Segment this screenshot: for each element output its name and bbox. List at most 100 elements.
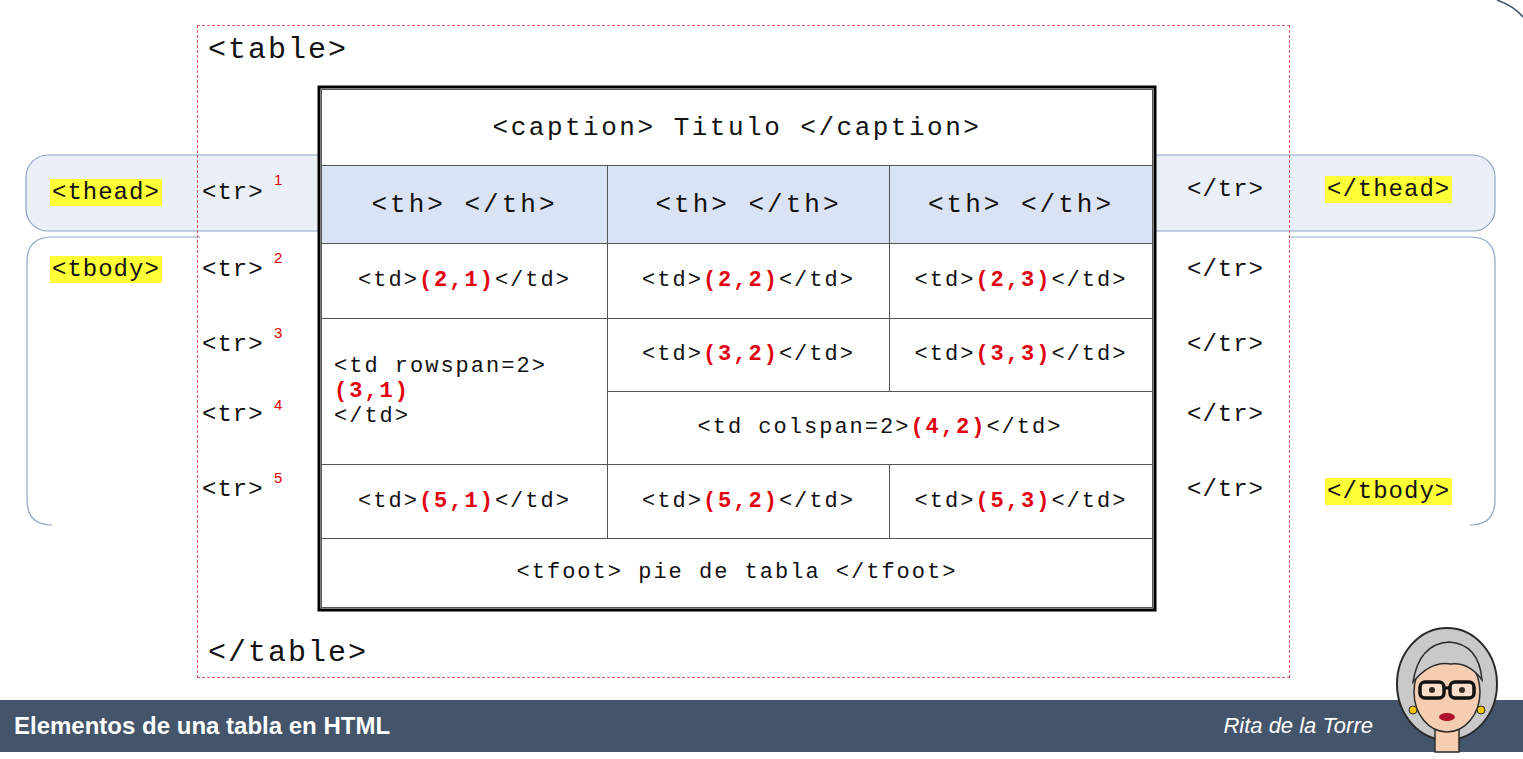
header-cell: <th> </th> (889, 165, 1153, 244)
tag-text: </td> (986, 410, 1062, 446)
cell-coordinates: (2,2) (703, 263, 779, 299)
cell-coordinates: (5,2) (703, 484, 779, 520)
cell-coordinates: (2,1) (419, 263, 495, 299)
avatar-glasses (1450, 682, 1474, 698)
tag-text: <td> (358, 263, 419, 299)
tag-text: <th> </th> (928, 187, 1114, 223)
data-cell: <td rowspan=2>(3,1)</td> (321, 318, 608, 465)
tag-text: </td> (495, 484, 571, 520)
section-tag-slot: </thead> (1325, 176, 1452, 204)
row-tag: </tr> (1187, 256, 1264, 283)
tag-text: </td> (779, 484, 855, 520)
data-cell: <td>(2,3)</td> (889, 243, 1153, 319)
data-cell: <td>(2,2)</td> (607, 243, 890, 319)
tbody-bracket (1290, 237, 1495, 525)
table-element-box: <table></table><caption> Titulo </captio… (197, 25, 1290, 678)
row-tag: </tr> (1187, 476, 1264, 503)
avatar-eye (1459, 687, 1465, 693)
cell-coordinates: (4,2) (910, 410, 986, 446)
avatar-hair (1397, 628, 1497, 740)
data-cell: <td>(5,2)</td> (607, 464, 890, 539)
data-cell: <td colspan=2>(4,2)</td> (607, 391, 1153, 465)
data-cell: <td>(5,1)</td> (321, 464, 608, 539)
row-tag-slot: </tr> (1187, 256, 1264, 284)
tag-text: </td> (1051, 484, 1127, 520)
row-tag-slot: <tr> (202, 476, 264, 504)
tag-text: <th> </th> (371, 187, 557, 223)
tag-text: <td> (642, 263, 703, 299)
row-tag-slot: <tr> (202, 179, 264, 207)
avatar-earring (1409, 706, 1417, 714)
avatar-earring (1477, 706, 1485, 714)
avatar-lips (1439, 713, 1455, 721)
tag-text: </td> (779, 337, 855, 373)
row-number: 1 (274, 171, 282, 188)
corner-arc (1497, 0, 1523, 17)
avatar-eye (1429, 687, 1435, 693)
row-tag: </tr> (1187, 401, 1264, 428)
row-tag: </tr> (1187, 331, 1264, 358)
row-number: 3 (274, 324, 282, 341)
data-cell: <td>(3,2)</td> (607, 318, 890, 392)
row-tag: <tr> (202, 256, 264, 283)
row-number: 5 (274, 469, 282, 486)
row-tag: </tr> (1187, 176, 1264, 203)
tag-text: <td> (642, 337, 703, 373)
row-tag-slot: <tr> (202, 401, 264, 429)
footer-title: Elementos de una tabla en HTML (14, 712, 390, 740)
row-tag-slot: </tr> (1187, 401, 1264, 429)
header-cell: <th> </th> (607, 165, 890, 244)
cell-coordinates: (3,1) (334, 379, 410, 404)
cell-coordinates: (5,3) (975, 484, 1051, 520)
avatar-glasses (1444, 687, 1450, 690)
tag-text: </td> (1051, 337, 1127, 373)
cell-coordinates: (3,3) (975, 337, 1051, 373)
section-tag-slot: <tbody> (50, 256, 162, 284)
avatar-picture (1385, 622, 1510, 757)
section-tag-slot: </tbody> (1325, 478, 1452, 506)
data-cell: <td>(5,3)</td> (889, 464, 1153, 539)
avatar-fringe (1413, 642, 1482, 682)
section-tag: <tbody> (50, 256, 162, 283)
cell-coordinates: (3,2) (703, 337, 779, 373)
section-tag-slot: <thead> (50, 179, 162, 207)
tag-text: <tfoot> pie de tabla </tfoot> (517, 555, 958, 591)
tag-text: <td> (915, 484, 976, 520)
row-tag-slot: </tr> (1187, 176, 1264, 204)
tag-text: <th> </th> (655, 187, 841, 223)
tag-text: </table> (208, 635, 368, 671)
author-name: Rita de la Torre (1223, 713, 1373, 739)
footer-bar: Elementos de una tabla en HTML Rita de la… (0, 700, 1523, 752)
row-number-slot: 4 (274, 396, 282, 415)
row-number-slot: 2 (274, 249, 282, 268)
row-number: 4 (274, 396, 282, 413)
row-number: 2 (274, 249, 282, 266)
tag-text: <td> (642, 484, 703, 520)
row-tag-slot: <tr> (202, 256, 264, 284)
section-tag: </tbody> (1325, 478, 1452, 505)
avatar-glasses (1420, 682, 1444, 698)
data-cell: <td>(2,1)</td> (321, 243, 608, 319)
tag-text: <caption> Titulo </caption> (493, 110, 982, 146)
caption-cell: <caption> Titulo </caption> (321, 89, 1153, 166)
row-tag: <tr> (202, 331, 264, 358)
tag-text: <td> (358, 484, 419, 520)
row-number-slot: 3 (274, 324, 282, 343)
row-number-slot: 1 (274, 171, 282, 190)
header-cell: <th> </th> (321, 165, 608, 244)
tag-text: <td> (915, 337, 976, 373)
cell-coordinates: (5,1) (419, 484, 495, 520)
row-tag: <tr> (202, 401, 264, 428)
tag-text: </td> (779, 263, 855, 299)
tag-text: </td> (334, 404, 410, 429)
row-tag-slot: </tr> (1187, 331, 1264, 359)
footer-cell: <tfoot> pie de tabla </tfoot> (321, 538, 1153, 608)
cell-coordinates: (2,3) (975, 263, 1051, 299)
section-tag: </thead> (1325, 176, 1452, 203)
row-tag-slot: <tr> (202, 331, 264, 359)
tbody-bracket (27, 237, 200, 525)
data-cell: <td>(3,3)</td> (889, 318, 1153, 392)
tag-text: </td> (495, 263, 571, 299)
tag-text: <td rowspan=2> (334, 354, 547, 379)
